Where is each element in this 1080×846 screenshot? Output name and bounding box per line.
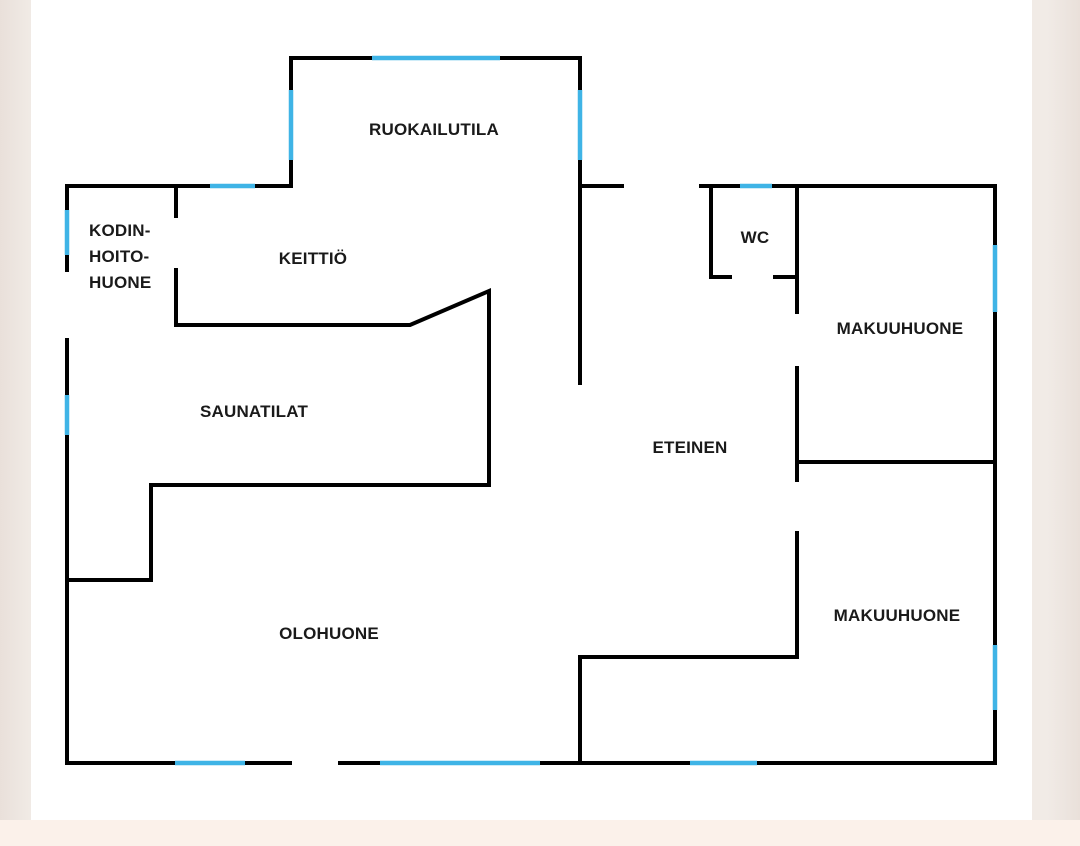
room-label-eteinen: ETEINEN <box>652 438 727 457</box>
room-label-olohuone: OLOHUONE <box>279 624 379 643</box>
wall-dining-bump <box>65 56 624 188</box>
room-label-kodinhoitohuone-line1: KODIN- <box>89 221 151 240</box>
bottom-band <box>0 820 1080 846</box>
room-label-makuuhuone-1: MAKUUHUONE <box>837 319 964 338</box>
wall-top-right <box>578 184 997 765</box>
room-label-makuuhuone-2: MAKUUHUONE <box>834 606 961 625</box>
room-label-wc: WC <box>741 228 770 247</box>
room-labels: RUOKAILUTILA KODIN- HOITO- HUONE KEITTIÖ… <box>89 120 963 643</box>
windows <box>64 55 998 766</box>
room-label-ruokailutila: RUOKAILUTILA <box>369 120 499 139</box>
room-label-saunatilat: SAUNATILAT <box>200 402 308 421</box>
wall-bedroom2 <box>578 531 799 765</box>
room-label-keittio: KEITTIÖ <box>279 249 347 268</box>
wall-kitchen-sauna <box>65 287 491 582</box>
floor-plan-paper <box>31 0 1032 820</box>
wall-wc-right <box>773 184 799 279</box>
room-label-kodinhoitohuone-line2: HOITO- <box>89 247 149 266</box>
room-label-kodinhoitohuone-line3: HUONE <box>89 273 151 292</box>
wall-wc <box>709 184 732 279</box>
